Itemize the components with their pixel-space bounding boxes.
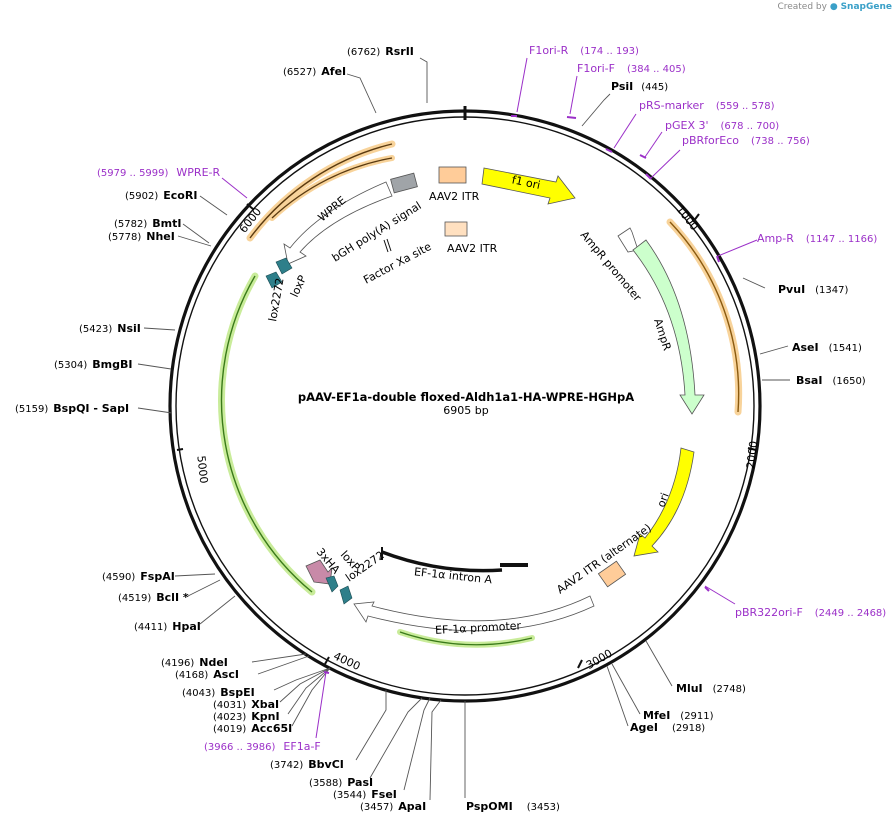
primer-item: pBRforEco(738 .. 756): [682, 134, 810, 147]
site-item: (4519)BclI *: [118, 591, 189, 604]
scale-ticks: 1000 2000 3000 4000 5000 6000: [176, 203, 760, 673]
lox2272-left-label: lox2272: [266, 277, 286, 323]
wpre-arrow: [283, 181, 393, 265]
restriction-sites: (6762)RsrII (6527)AfeI PsiI(445) PvuI(13…: [15, 45, 866, 813]
site-item: (3742)BbvCI: [270, 758, 344, 771]
site-item: (6762)RsrII: [347, 45, 414, 58]
site-item: (5159)BspQI - SapI: [15, 402, 129, 415]
ampr-promoter-arrow: [617, 227, 639, 253]
primer-leaders: [221, 57, 758, 739]
loxp-left-icon: [275, 257, 293, 275]
site-item: (4590)FspAI: [102, 570, 175, 583]
primer-item: Amp-R(1147 .. 1166): [757, 232, 877, 245]
ampr-arrow: [632, 239, 705, 415]
site-item: (4168)AscI: [175, 668, 239, 681]
site-item: PsiI(445): [611, 80, 668, 93]
aav2-itr-inner-label: AAV2 ITR: [447, 242, 498, 255]
factor-xa-label: Factor Xa site: [361, 240, 433, 287]
site-item: PspOMI(3453): [466, 800, 560, 813]
primers: F1ori-R(174 .. 193) F1ori-F(384 .. 405) …: [97, 44, 886, 753]
hxha-arrow: [305, 559, 333, 585]
site-item: AseI(1541): [792, 341, 862, 354]
ef1a-promoter-label: EF-1α promoter: [435, 619, 522, 637]
ampr-label: AmpR: [651, 317, 674, 353]
tick-label: 2000: [744, 440, 760, 469]
aav2-itr-inner-box: [444, 221, 468, 237]
ori-label: ori: [655, 491, 672, 509]
primer-item: (5979 .. 5999)WPRE-R: [97, 166, 220, 179]
site-item: MfeI(2911): [643, 709, 714, 722]
site-item: (4196)NdeI: [161, 656, 228, 669]
ori-arrow: [633, 447, 695, 557]
site-item: BsaI(1650): [796, 374, 866, 387]
primer-item: F1ori-R(174 .. 193): [529, 44, 639, 57]
site-item: (5782)BmtI: [114, 217, 181, 230]
site-item: (3544)FseI: [333, 788, 397, 801]
primer-item: (3966 .. 3986)EF1a-F: [204, 740, 321, 753]
loxp-left-label: loxP: [288, 273, 309, 299]
snapgene-logo-icon: ●: [829, 2, 838, 12]
aav2-itr-alt-box: [597, 560, 627, 588]
aav2-itr-alt-label: AAV2 ITR (alternate): [554, 521, 653, 596]
primer-item: F1ori-F(384 .. 405): [577, 62, 686, 75]
ef1a-intron-label: EF-1α intron A: [413, 565, 493, 586]
site-item: AgeI(2918): [630, 721, 705, 734]
ef1a-intron-line: [381, 550, 503, 573]
primer-item: pBR322ori-F(2449 .. 2468): [735, 606, 886, 619]
site-item: (5423)NsiI: [79, 322, 141, 335]
site-item: (5778)NheI: [108, 230, 175, 243]
lox2272-bottom-icon: [339, 585, 353, 605]
credit-prefix: Created by: [777, 2, 827, 12]
aav2-itr-box: [438, 166, 467, 184]
site-item: (5304)BmgBI: [54, 358, 132, 371]
site-item: (4023)KpnI: [213, 710, 280, 723]
lox2272-left-icon: [265, 271, 283, 289]
site-item: (3588)PasI: [309, 776, 373, 789]
plasmid-length: 6905 bp: [443, 404, 488, 417]
plasmid-title: pAAV-EF1a-double floxed-Aldh1a1-HA-WPRE-…: [298, 390, 634, 404]
site-item: MluI(2748): [676, 682, 746, 695]
site-item: (5902)EcoRI: [125, 189, 197, 202]
primer-item: pGEX 3'(678 .. 700): [665, 119, 779, 132]
f1-ori-arrow: [481, 167, 576, 205]
aav2-itr-label: AAV2 ITR: [429, 190, 480, 203]
f1-ori-label: f1 ori: [511, 173, 542, 192]
site-item: (3457)ApaI: [360, 800, 426, 813]
credit-brand: SnapGene: [840, 2, 892, 12]
site-item: (4411)HpaI: [134, 620, 201, 633]
site-item: (4043)BspEI: [182, 686, 255, 699]
loxp-bottom-icon: [325, 575, 339, 593]
site-item: (4031)XbaI: [213, 698, 279, 711]
credit-watermark: Created by ● SnapGene: [777, 2, 892, 12]
tick-label: 5000: [194, 455, 210, 484]
feature-highlights: [218, 140, 743, 648]
primer-item: pRS-marker(559 .. 578): [639, 99, 775, 112]
site-item: (6527)AfeI: [283, 65, 346, 78]
ef1a-green-highlight: [218, 272, 316, 596]
site-leaders: [137, 57, 790, 801]
site-item: (4019)Acc65I: [213, 722, 292, 735]
bgh-box: [390, 172, 418, 194]
site-item: PvuI(1347): [778, 283, 849, 296]
ef1a-promoter-arrow: [353, 595, 595, 632]
